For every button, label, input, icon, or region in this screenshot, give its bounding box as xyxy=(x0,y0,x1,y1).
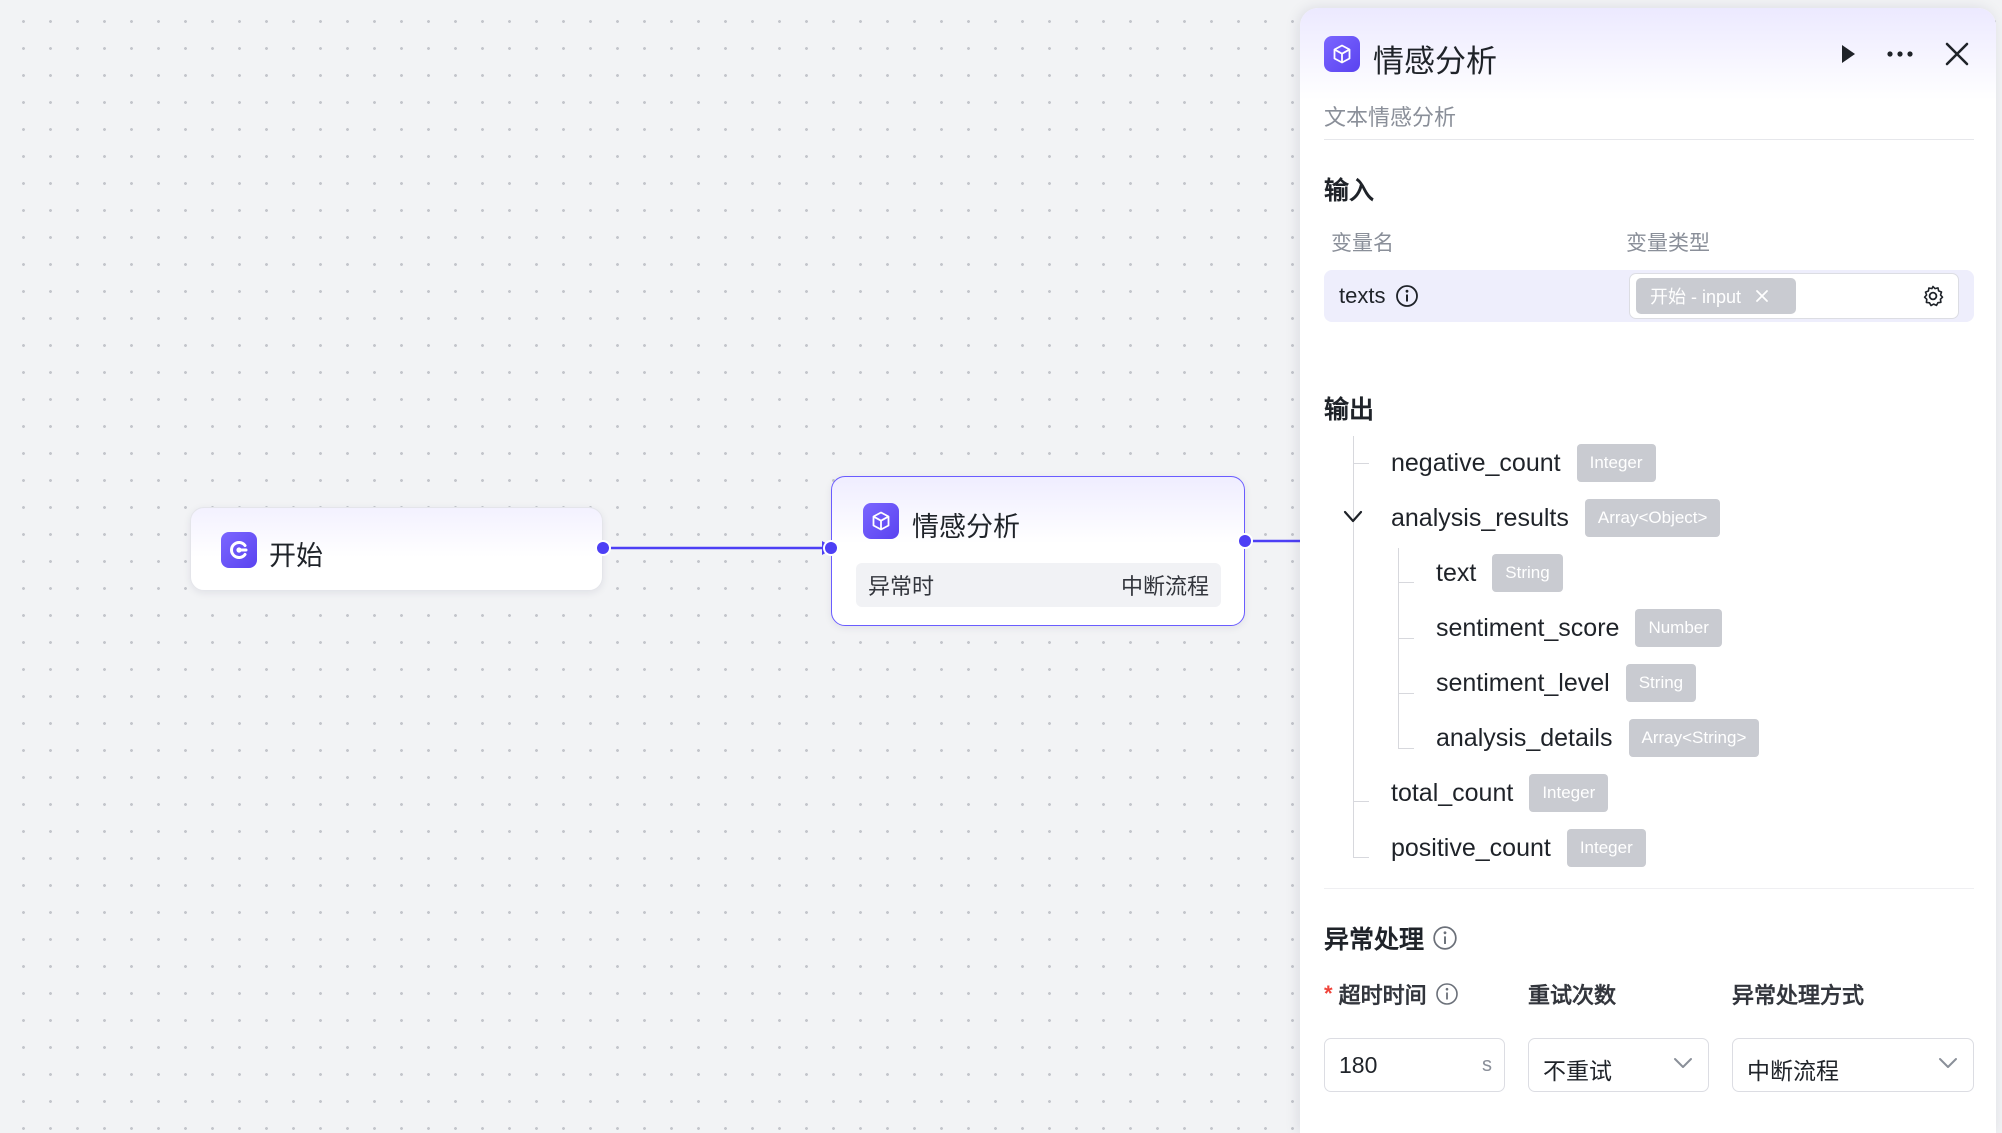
ref-tag-label: 开始 - input xyxy=(1650,287,1742,307)
node-config-panel: 情感分析 文本情感分析 输入 变量名 变量类型 texts 开始 - input xyxy=(1300,8,1996,1133)
info-icon[interactable] xyxy=(1432,925,1458,951)
start-node-title: 开始 xyxy=(269,541,323,571)
output-type-badge: Integer xyxy=(1529,774,1609,812)
divider xyxy=(1324,888,1974,889)
settings-icon[interactable] xyxy=(1921,284,1945,308)
collapse-chevron-icon[interactable] xyxy=(1342,509,1364,525)
run-button[interactable] xyxy=(1832,38,1864,70)
output-item: negative_count Integer xyxy=(1391,444,1656,482)
close-button[interactable] xyxy=(1940,37,1974,71)
output-item-name: analysis_details xyxy=(1436,723,1613,752)
tree-line xyxy=(1398,548,1399,748)
output-type-badge: Integer xyxy=(1566,829,1646,867)
timeout-label: * 超时时间 xyxy=(1324,978,1459,1010)
tree-line xyxy=(1353,857,1369,858)
method-value: 中断流程 xyxy=(1747,1058,1839,1084)
output-child-item: text String xyxy=(1436,554,1563,592)
tree-line xyxy=(1398,638,1414,639)
output-item-name: analysis_results xyxy=(1391,503,1569,532)
variable-ref-tag[interactable]: 开始 - input xyxy=(1636,278,1796,314)
col-var-type: 变量类型 xyxy=(1626,232,1710,255)
cube-icon xyxy=(863,503,899,539)
analysis-node-title: 情感分析 xyxy=(912,512,1020,542)
output-item: analysis_results Array<Object> xyxy=(1391,499,1721,537)
output-item-name: sentiment_score xyxy=(1436,613,1620,642)
analysis-node-input-port[interactable] xyxy=(825,542,837,554)
exception-method-select[interactable]: 中断流程 xyxy=(1732,1038,1974,1092)
tree-line xyxy=(1353,436,1354,858)
output-type-badge: String xyxy=(1625,664,1697,702)
output-child-item: sentiment_score Number xyxy=(1436,609,1722,647)
output-item-name: text xyxy=(1436,558,1477,587)
tree-line xyxy=(1398,582,1414,583)
more-button[interactable] xyxy=(1882,38,1918,70)
panel-header xyxy=(1300,8,1996,100)
output-item-name: sentiment_level xyxy=(1436,668,1610,697)
cube-icon xyxy=(1324,36,1360,72)
chevron-down-icon xyxy=(1939,1058,1957,1068)
output-item-name: positive_count xyxy=(1391,833,1551,862)
start-node[interactable]: 开始 xyxy=(190,507,603,591)
method-label: 异常处理方式 xyxy=(1732,983,1865,1008)
output-type-badge: String xyxy=(1492,554,1563,592)
tree-line xyxy=(1398,693,1414,694)
info-icon[interactable] xyxy=(1395,284,1419,308)
input-section-title: 输入 xyxy=(1324,177,1375,205)
retry-select[interactable]: 不重试 xyxy=(1528,1038,1709,1092)
output-type-badge: Integer xyxy=(1576,444,1656,482)
chevron-down-icon xyxy=(1674,1058,1692,1068)
remove-tag-icon[interactable] xyxy=(1755,289,1769,303)
output-item: positive_count Integer xyxy=(1391,829,1646,867)
sentiment-analysis-node[interactable]: 情感分析 异常时 中断流程 xyxy=(831,476,1245,626)
exception-section-title: 异常处理 xyxy=(1324,920,1458,956)
timeout-input[interactable]: 180 s xyxy=(1324,1038,1505,1092)
start-node-output-port[interactable] xyxy=(597,542,609,554)
output-item-name: total_count xyxy=(1391,778,1514,807)
exception-value: 中断流程 xyxy=(1120,574,1209,599)
variable-ref-field[interactable]: 开始 - input xyxy=(1629,273,1959,319)
panel-title[interactable]: 情感分析 xyxy=(1373,44,1497,79)
col-var-name: 变量名 xyxy=(1331,232,1394,255)
start-icon xyxy=(221,532,257,568)
input-var-name-text: texts xyxy=(1339,283,1386,308)
output-type-badge: Number xyxy=(1635,609,1722,647)
input-row-texts: texts 开始 - input xyxy=(1324,270,1974,322)
analysis-node-output-port[interactable] xyxy=(1239,535,1251,547)
timeout-value: 180 xyxy=(1339,1052,1378,1078)
required-mark: * xyxy=(1324,981,1333,1006)
output-section-title: 输出 xyxy=(1324,396,1375,424)
output-type-badge: Array<Object> xyxy=(1584,499,1721,537)
exception-section-label: 异常处理 xyxy=(1324,926,1425,954)
retry-value: 不重试 xyxy=(1543,1058,1612,1084)
output-type-badge: Array<String> xyxy=(1628,719,1760,757)
close-icon xyxy=(1945,42,1969,66)
output-item: total_count Integer xyxy=(1391,774,1609,812)
timeout-label-text: 超时时间 xyxy=(1338,983,1427,1008)
tree-line xyxy=(1398,748,1414,749)
exception-row: 异常时 中断流程 xyxy=(856,563,1221,607)
timeout-unit: s xyxy=(1482,1054,1492,1076)
output-child-item: sentiment_level String xyxy=(1436,664,1697,702)
info-icon[interactable] xyxy=(1435,982,1459,1006)
input-var-name: texts xyxy=(1339,283,1419,309)
more-icon xyxy=(1887,51,1913,57)
output-child-item: analysis_details Array<String> xyxy=(1436,719,1760,757)
tree-line xyxy=(1353,463,1369,464)
exception-label: 异常时 xyxy=(868,574,935,599)
retry-label: 重试次数 xyxy=(1528,983,1617,1008)
play-icon xyxy=(1842,45,1855,63)
output-item-name: negative_count xyxy=(1391,448,1561,477)
tree-line xyxy=(1353,801,1369,802)
panel-description[interactable]: 文本情感分析 xyxy=(1324,105,1457,130)
divider xyxy=(1324,139,1974,140)
